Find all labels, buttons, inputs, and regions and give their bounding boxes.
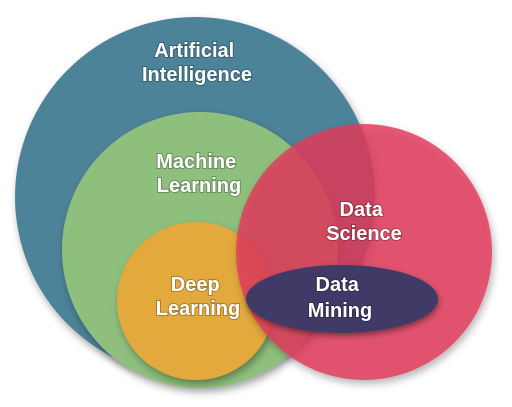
data-science-circle [236,124,492,380]
label-line: Intelligence [142,64,252,86]
deep-learning-circle [117,222,275,380]
machine-learning-label: Machine Learning [156,151,242,197]
data-mining-label: Data Mining [308,274,372,322]
label-line: Mining [308,300,372,322]
label-line: Science [326,223,402,245]
label-line: Data [316,274,360,296]
data-science-label: Data Science [326,199,402,245]
label-line: Learning [157,175,241,197]
label-line: Data [340,199,384,221]
label-line: Machine [156,151,236,173]
artificial-intelligence-label: Artificial Intelligence [142,40,252,86]
label-line: Deep [171,274,220,296]
label-line: Learning [156,298,240,320]
deep-learning-label: Deep Learning [156,274,240,320]
label-line: Artificial [154,40,234,62]
data-mining-ellipse [246,265,438,333]
